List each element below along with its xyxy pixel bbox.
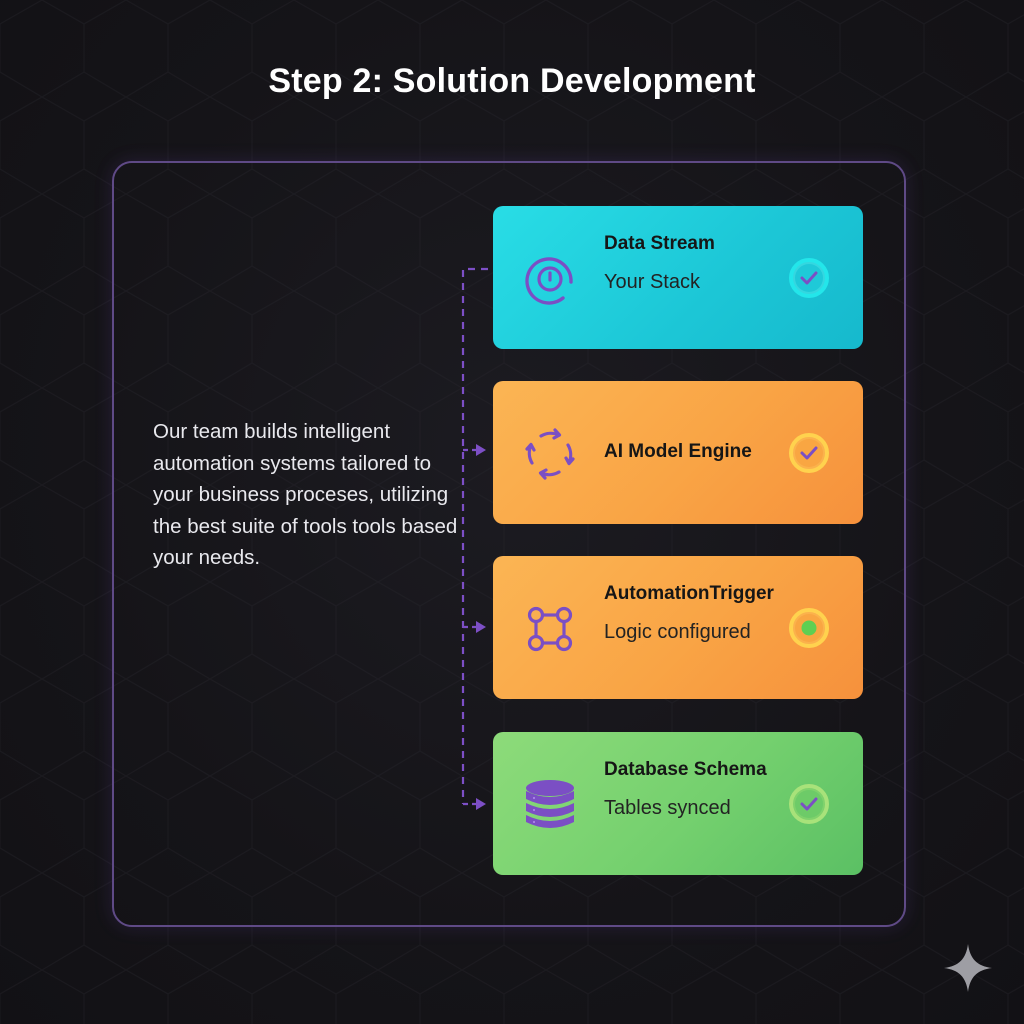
card-ai-model-engine[interactable]: AI Model Engine <box>493 381 863 524</box>
cycle-arrows-icon <box>521 425 579 483</box>
sparkle-icon <box>942 942 994 994</box>
node-graph-icon <box>521 600 579 658</box>
card-title: Database Schema <box>604 759 767 780</box>
card-title: AI Model Engine <box>604 441 752 462</box>
card-title: Data Stream <box>604 233 715 254</box>
card-subtitle: Your Stack <box>604 271 700 293</box>
active-dot-status-icon <box>788 607 830 649</box>
card-subtitle: Logic configured <box>604 621 751 643</box>
card-title: AutomationTrigger <box>604 583 774 604</box>
power-ring-icon <box>521 250 579 308</box>
database-icon <box>521 776 579 834</box>
check-status-icon <box>788 432 830 474</box>
description-text: Our team builds intelligent automation s… <box>153 420 458 569</box>
card-data-stream[interactable]: Data Stream Your Stack <box>493 206 863 349</box>
card-subtitle: Tables synced <box>604 797 731 819</box>
card-database-schema[interactable]: Database Schema Tables synced <box>493 732 863 875</box>
card-automation-trigger[interactable]: AutomationTrigger Logic configured <box>493 556 863 699</box>
page-title: Step 2: Solution Development <box>268 62 756 100</box>
check-status-icon <box>788 257 830 299</box>
content-frame <box>112 161 906 927</box>
check-status-icon <box>788 783 830 825</box>
